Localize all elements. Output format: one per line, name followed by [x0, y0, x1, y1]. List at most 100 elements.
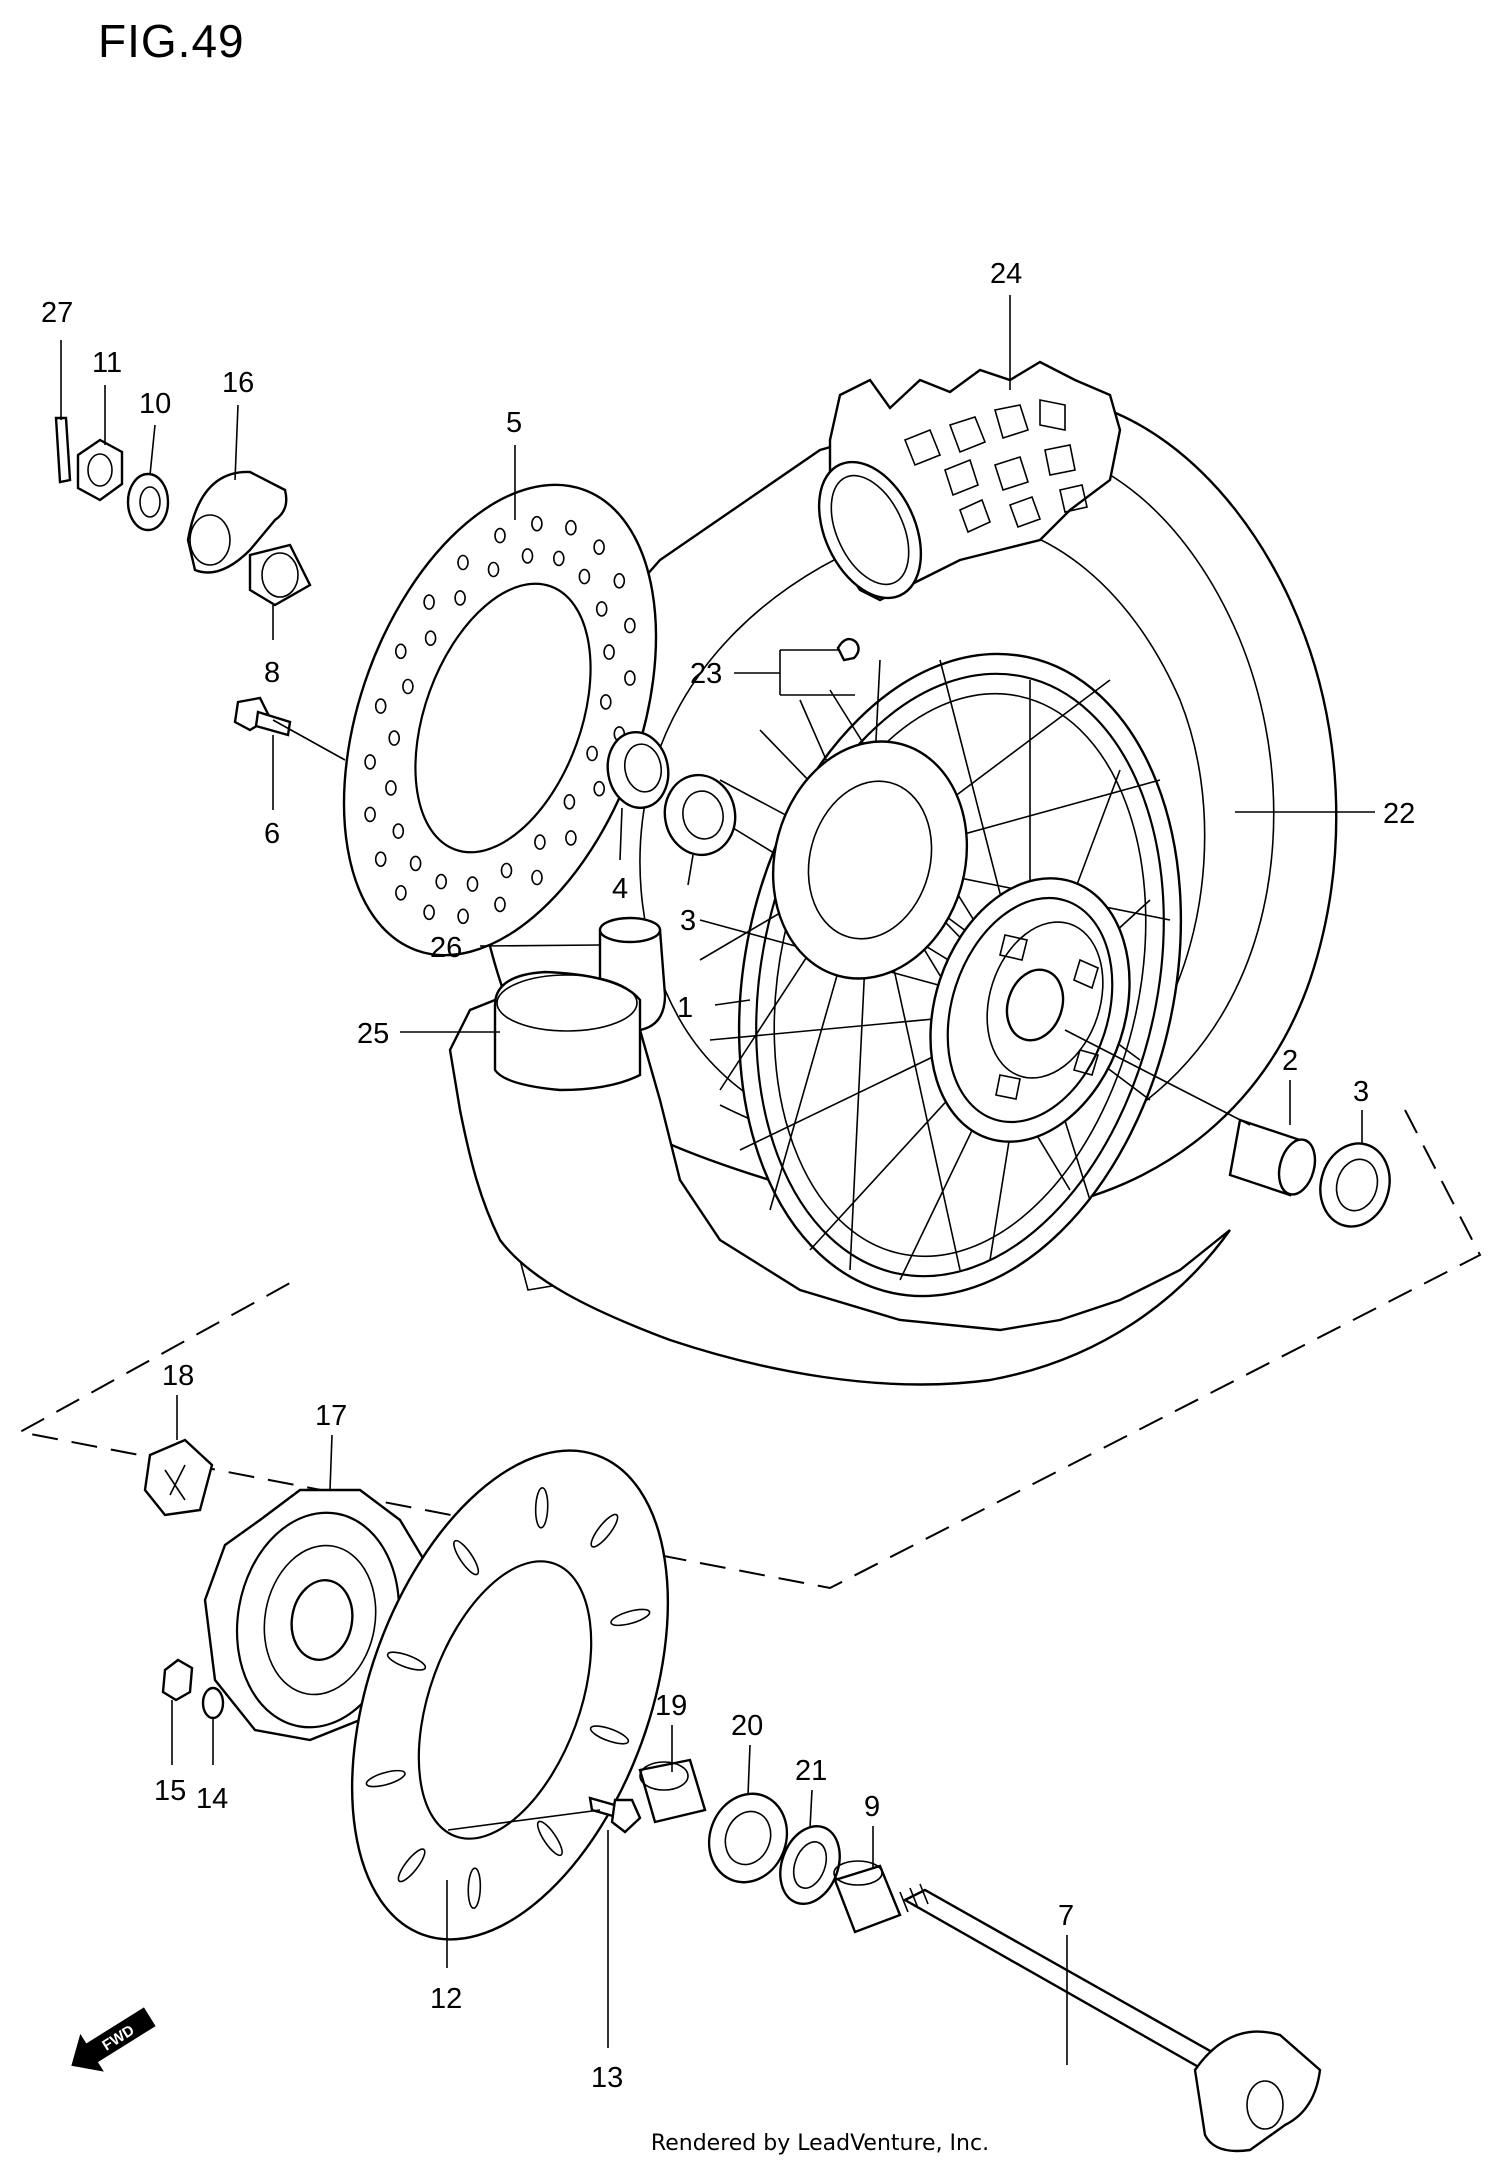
callout-26: 26 [430, 932, 462, 964]
part-3-bearing-left [663, 773, 737, 857]
disc-vent-hole [593, 780, 606, 797]
disc-vent-hole [402, 678, 414, 695]
callout-5: 5 [506, 407, 522, 439]
hub-assembly-outline [17, 1109, 1482, 1590]
callout-1: 1 [677, 992, 693, 1024]
disc-vent-hole [364, 754, 376, 770]
part-9-spacer [833, 1860, 902, 1934]
callout-9: 9 [864, 1791, 880, 1823]
part-14-washer [201, 1686, 225, 1720]
disc-vent-hole [500, 862, 513, 879]
part-11-axle-nut [76, 438, 124, 502]
part-12-rear-sprocket [350, 1449, 670, 1941]
sprocket-lightening-slot [610, 1608, 651, 1627]
sprocket-lightening-slot [397, 1848, 426, 1883]
callout-18: 18 [162, 1360, 194, 1392]
disc-vent-hole [586, 745, 598, 762]
part-20-bearing [707, 1792, 789, 1884]
callout-labels: 27 11 10 16 8 6 5 4 3 23 24 22 26 1 25 2… [41, 258, 1415, 2094]
disc-vent-hole [487, 561, 500, 578]
part-7-rear-axle [899, 1883, 1322, 2153]
disc-vent-hole [613, 572, 626, 589]
callout-24: 24 [990, 258, 1022, 290]
part-19-spacer [638, 1758, 707, 1824]
disc-vent-hole [457, 554, 469, 571]
leader-lines [60, 295, 1375, 2065]
part-8-spacer [248, 543, 312, 607]
part-16-chain-adjuster-left [186, 470, 288, 574]
disc-vent-hole [392, 823, 405, 839]
disc-vent-hole [466, 876, 479, 892]
callout-11: 11 [92, 347, 122, 379]
forward-direction-badge: FWD [71, 2007, 156, 2072]
part-10-washer [126, 472, 170, 532]
figure-title: FIG.49 [98, 15, 245, 67]
disc-vent-hole [394, 643, 407, 660]
callout-10: 10 [139, 388, 171, 420]
part-23-valve-cap [836, 637, 860, 662]
disc-vent-hole [521, 548, 534, 564]
part-2-spacer [1228, 1118, 1317, 1197]
sprocket-lightening-slot [536, 1820, 563, 1857]
sprocket-lightening-slot [453, 1539, 480, 1576]
callout-12: 12 [430, 1983, 462, 2015]
callout-16: 16 [222, 367, 254, 399]
disc-vent-hole [624, 617, 636, 634]
arrow-icon [71, 2007, 156, 2072]
wheel-rim-drawing [699, 652, 1183, 1298]
callout-2: 2 [1282, 1045, 1298, 1077]
callout-13: 13 [591, 2062, 623, 2094]
callout-27: 27 [41, 297, 73, 329]
callout-23: 23 [690, 658, 722, 690]
disc-vent-hole [552, 550, 565, 567]
disc-vent-hole [531, 869, 543, 886]
sprocket-lightening-slot [590, 1513, 619, 1548]
disc-vent-hole [374, 698, 387, 714]
disc-vent-hole [364, 806, 376, 823]
disc-vent-hole [424, 630, 437, 647]
disc-vent-hole [409, 855, 422, 872]
disc-vent-hole [565, 519, 577, 536]
disc-vent-hole [374, 851, 387, 868]
part-21-oil-seal [779, 1825, 841, 1905]
part-4-dust-seal [606, 731, 670, 809]
disc-vent-hole [435, 873, 448, 890]
disc-vent-hole [385, 780, 397, 796]
disc-vent-hole [599, 694, 612, 710]
callout-22: 22 [1383, 798, 1415, 830]
part-27-cotter-pin [54, 416, 72, 484]
disc-vent-hole [624, 670, 636, 686]
disc-vent-hole [454, 590, 466, 606]
disc-vent-hole [494, 896, 506, 913]
disc-vent-hole [388, 730, 401, 746]
disc-vent-hole [595, 601, 608, 617]
callout-4: 4 [612, 873, 628, 905]
disc-vent-hole [563, 793, 576, 810]
part-5-brake-disc [342, 483, 658, 957]
disc-vent-hole [423, 594, 435, 610]
callout-3-right: 3 [1353, 1076, 1369, 1108]
sprocket-lightening-slot [467, 1867, 482, 1909]
sprocket-lightening-slot [589, 1725, 630, 1745]
callout-20: 20 [731, 1710, 763, 1742]
disc-vent-hole [534, 834, 546, 850]
callout-25: 25 [357, 1018, 389, 1050]
disc-vent-hole [593, 539, 605, 556]
disc-vent-hole [603, 644, 615, 660]
disc-vent-hole [565, 830, 577, 846]
sprocket-lightening-slot [386, 1651, 427, 1671]
disc-vent-hole [578, 568, 591, 585]
callout-15: 15 [154, 1775, 186, 1807]
disc-vent-hole [423, 904, 435, 921]
part-3-bearing-right [1319, 1142, 1391, 1228]
callout-7: 7 [1058, 1900, 1074, 1932]
part-18-wheel-damper [143, 1438, 214, 1517]
disc-vent-hole [457, 908, 469, 925]
callout-3-upper: 3 [680, 905, 696, 937]
callout-14: 14 [196, 1783, 228, 1815]
callout-6: 6 [264, 818, 280, 850]
callout-8: 8 [264, 657, 280, 689]
disc-vent-hole [494, 527, 506, 544]
